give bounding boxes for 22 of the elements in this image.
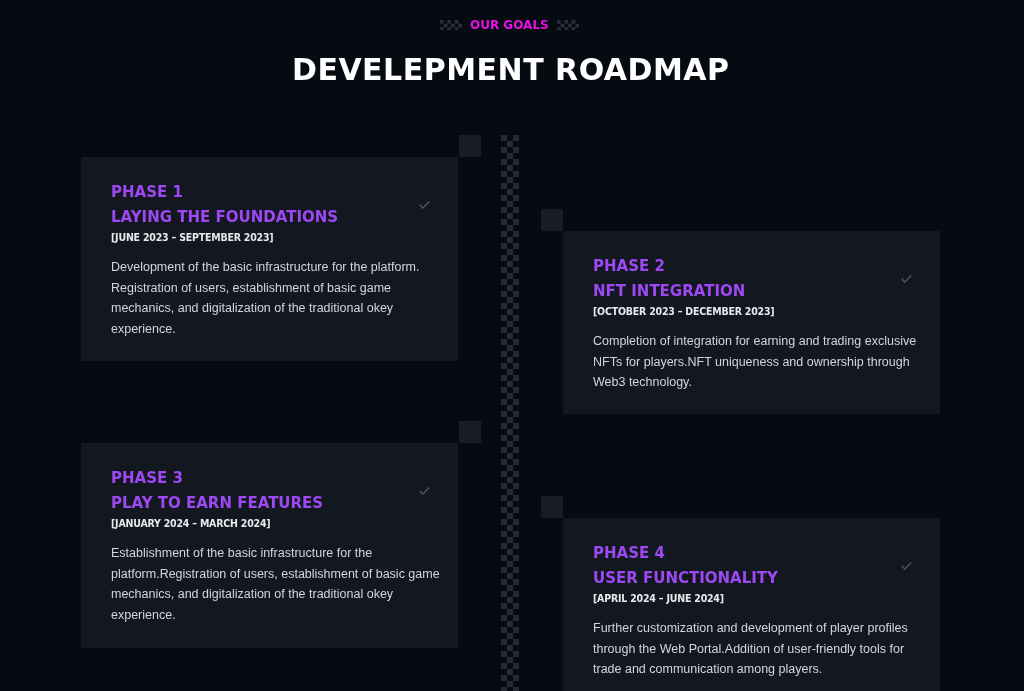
roadmap-card	[81, 443, 458, 648]
phase-description: Completion of integration for earning and trading exclusive NFTs for players.NFT uniqueness and ownership through Web3 technology.	[593, 333, 918, 391]
roadmap-card	[81, 157, 458, 361]
roadmap-card	[563, 231, 940, 414]
date-range: [OCTOBER 2023 – DECEMBER 2023]	[593, 304, 775, 319]
phase-label: PHASE 2	[593, 256, 665, 277]
phase-label: PHASE 1	[111, 182, 183, 203]
phase-title: PLAY TO EARN FEATURES	[111, 493, 324, 514]
phase-description: Establishment of the basic infrastructure for the platform.Registration of users, establishment of basic game mechanics, and digitalization of the traditional okey experience.	[111, 545, 441, 624]
section-eyebrow: OUR GOALS	[470, 17, 549, 33]
phase-description: Development of the basic infrastructure for the platform. Registration of users, establishment of basic game mechanics, and digitalization of the traditional okey experience.	[111, 259, 421, 338]
date-range: [JUNE 2023 – SEPTEMBER 2023]	[111, 230, 274, 245]
page-title: DEVELEPMENT ROADMAP	[292, 52, 730, 88]
date-range: [JANUARY 2024 – MARCH 2024]	[111, 516, 271, 531]
phase-label: PHASE 4	[593, 543, 665, 564]
phase-title: USER FUNCTIONALITY	[593, 568, 778, 589]
roadmap-card	[563, 518, 940, 691]
phase-label: PHASE 3	[111, 468, 183, 489]
phase-title: LAYING THE FOUNDATIONS	[111, 207, 339, 228]
phase-description: Further customization and development of player profiles through the Web Portal.Addition of user-friendly tools for trade and communication among players.	[593, 620, 909, 678]
phase-title: NFT INTEGRATION	[593, 281, 746, 302]
date-range: [APRIL 2024 – JUNE 2024]	[593, 591, 724, 606]
